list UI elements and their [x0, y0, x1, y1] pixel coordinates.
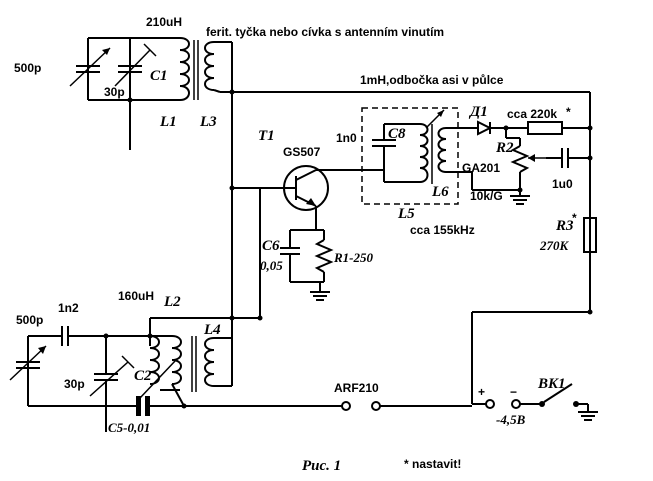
transistor-t1: [283, 165, 360, 230]
label-r3-value: 270K: [539, 238, 570, 253]
bottom-input-circuit: [9, 318, 232, 432]
feedback-wiring: [150, 188, 263, 386]
label-cca220k: cca 220k: [507, 107, 557, 121]
arf210-terminals: [184, 401, 472, 411]
label-ferrite-note: ferit. tyčka nebo cívka s antenním vinut…: [206, 25, 444, 39]
label-l5: L5: [397, 206, 415, 222]
label-l4: L4: [203, 322, 221, 338]
label-star-r: *: [566, 105, 571, 119]
detector-circuit: [472, 120, 597, 253]
label-r1: R1-250: [333, 250, 374, 265]
label-160uh: 160uH: [118, 289, 154, 303]
label-plus: +: [478, 385, 485, 399]
label-l6: L6: [431, 184, 449, 200]
label-nastavit: * nastavit!: [404, 457, 461, 471]
label-l1: L1: [159, 114, 177, 130]
label-210uh: 210uH: [146, 15, 182, 29]
label-c8: C8: [388, 126, 406, 142]
label-30p-top: 30p: [104, 85, 125, 99]
label-d1: Д1: [468, 104, 488, 120]
label-c5: C5-0,01: [108, 420, 150, 435]
label-ga201: GA201: [462, 161, 500, 175]
label-1u0: 1u0: [552, 177, 573, 191]
label-r2-value: 10k/G: [470, 189, 503, 203]
label-r2: R2: [495, 140, 514, 156]
label-500p-top: 500p: [14, 61, 41, 75]
label-l2: L2: [163, 294, 181, 310]
label-battery: -4,5B: [496, 412, 526, 427]
label-star-r3: *: [572, 211, 577, 225]
label-minus: −: [510, 385, 517, 399]
label-arf210: ARF210: [334, 381, 379, 395]
supply-wiring: [229, 89, 591, 320]
label-30p-bottom: 30p: [64, 377, 85, 391]
label-freq: cca 155kHz: [410, 223, 475, 237]
label-tap-note: 1mH,odbočka asi v půlce: [360, 73, 504, 87]
top-input-circuit: [69, 37, 233, 150]
label-gs507: GS507: [283, 145, 321, 159]
emitter-rc: [280, 229, 334, 301]
label-c6: C6: [262, 238, 280, 254]
labels: 210uH ferit. tyčka nebo cívka s antenním…: [14, 15, 577, 474]
tank-l5-l6: [360, 107, 520, 205]
label-c1: C1: [150, 68, 168, 84]
label-1n2: 1n2: [58, 301, 79, 315]
label-r3: R3: [555, 218, 574, 234]
battery-wiring: [471, 309, 598, 421]
label-fig: Puc. 1: [302, 458, 341, 474]
label-1n0: 1n0: [336, 131, 357, 145]
label-bk1: BK1: [537, 376, 566, 392]
label-c2: C2: [134, 368, 152, 384]
label-500p-bottom: 500p: [16, 313, 43, 327]
label-t1: T1: [258, 128, 275, 144]
label-l3: L3: [199, 114, 217, 130]
label-c6-value: 0,05: [260, 258, 283, 273]
